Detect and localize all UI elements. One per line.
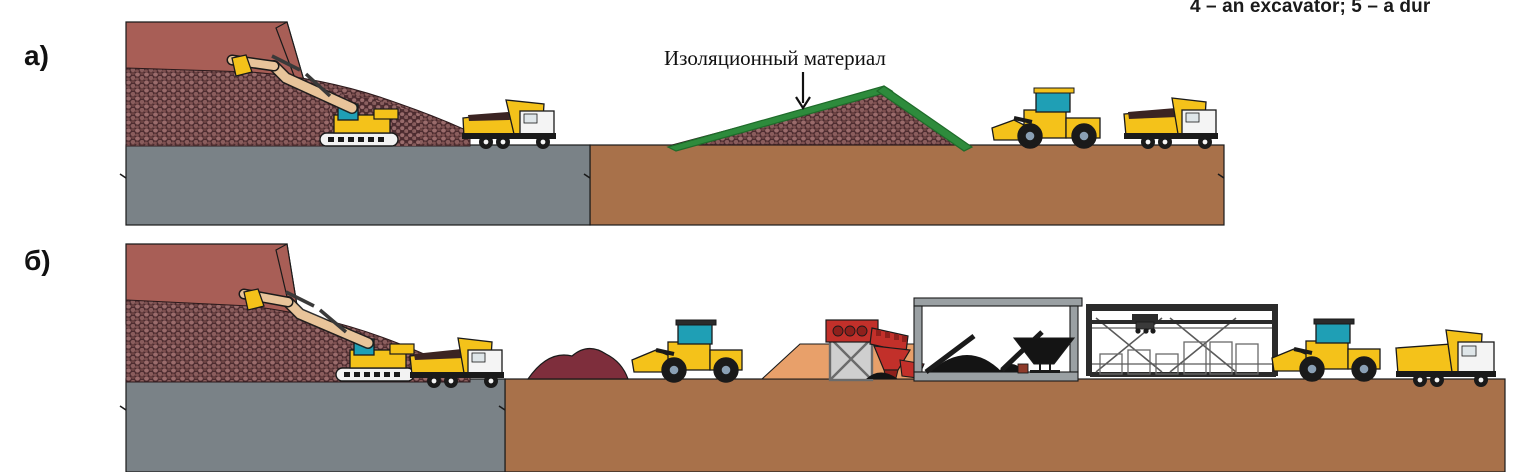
panel-a-svg [119, 21, 1225, 226]
panel-b-scene [0, 232, 1521, 472]
tracked-excavator [226, 54, 399, 147]
tracked-excavator [238, 288, 415, 382]
hopper [1012, 337, 1076, 373]
down-arrow-icon [795, 72, 811, 111]
wheel-loader-right [1271, 318, 1381, 382]
figure-caption-clipped: 4 – an excavator; 5 – a dur [1190, 0, 1431, 17]
crusher-screening-unit [825, 319, 925, 382]
wheel-loader-mid [631, 319, 743, 383]
workshop-warehouse [1086, 304, 1278, 377]
dump-truck-empty-right [1395, 329, 1496, 387]
edge-tick-marks [119, 405, 506, 411]
panel-a-scene: Изоляционный материал [0, 0, 1521, 232]
ore-stockpile [526, 347, 629, 380]
wall-panels [1099, 341, 1259, 375]
panel-b-svg [119, 243, 1506, 472]
panel-label-b: б) [24, 245, 51, 276]
processing-building [913, 297, 1083, 382]
panel-label-a: а) [24, 40, 49, 71]
dump-truck-loaded [409, 337, 504, 388]
membrane-right [875, 85, 974, 152]
interior-stockpile [930, 355, 1002, 372]
insulated-stockpile [666, 85, 974, 152]
insulating-material-label: Изоляционный материал [664, 46, 886, 70]
dump-truck-loaded-right [1123, 97, 1218, 149]
dump-truck-loaded [462, 99, 556, 149]
ground-block-brown [589, 144, 1225, 226]
x-bracing [1095, 317, 1237, 373]
ground-block-brown [504, 378, 1506, 472]
overhead-crane [1092, 314, 1278, 334]
edge-tick-marks [119, 173, 1225, 179]
wheel-loader [991, 87, 1101, 149]
ground-block-grey [125, 144, 591, 226]
ground-block-grey [125, 378, 506, 472]
